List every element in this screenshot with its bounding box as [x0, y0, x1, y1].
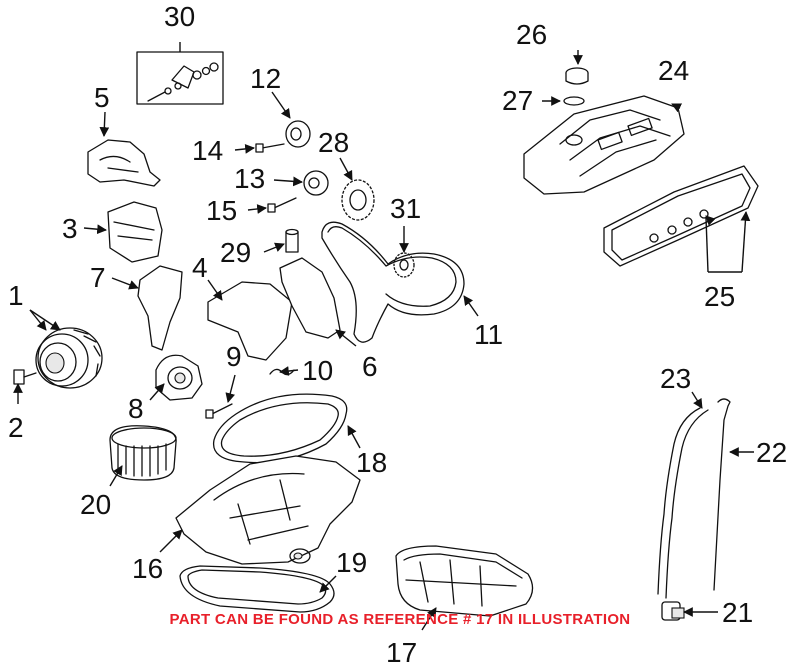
- part-30-seal-kit[interactable]: [136, 51, 224, 105]
- callout-23[interactable]: 23: [660, 363, 691, 394]
- callout-22[interactable]: 22: [756, 437, 787, 468]
- part-14-bolt[interactable]: [255, 143, 285, 153]
- callout-17[interactable]: 17: [386, 637, 417, 665]
- part-17-lower-oil-pan[interactable]: [395, 545, 534, 617]
- part-27-o-ring[interactable]: [563, 96, 585, 106]
- callout-24[interactable]: 24: [658, 55, 689, 86]
- part-29-tensioner[interactable]: [285, 228, 299, 253]
- part-25-valve-cover-gasket[interactable]: [603, 165, 759, 267]
- callout-10[interactable]: 10: [302, 355, 333, 386]
- part-15-bolt[interactable]: [267, 197, 297, 213]
- part-23-dipstick-tube[interactable]: [657, 407, 701, 595]
- callout-9[interactable]: 9: [226, 341, 242, 372]
- callout-8[interactable]: 8: [128, 393, 144, 424]
- callout-5[interactable]: 5: [94, 82, 110, 113]
- part-24-valve-cover[interactable]: [523, 95, 685, 195]
- callout-14[interactable]: 14: [192, 135, 223, 166]
- callout-30[interactable]: 30: [164, 1, 195, 32]
- callout-12[interactable]: 12: [250, 63, 281, 94]
- callout-26[interactable]: 26: [516, 19, 547, 50]
- callout-2[interactable]: 2: [8, 412, 24, 443]
- part-1-crank-pulley[interactable]: [35, 327, 103, 389]
- part-6-rear-cover[interactable]: [279, 257, 341, 339]
- part-12-idler-pulley[interactable]: [285, 120, 311, 148]
- callout-18[interactable]: 18: [356, 447, 387, 478]
- callout-1[interactable]: 1: [8, 280, 24, 311]
- part-22-dipstick[interactable]: [713, 398, 731, 591]
- callout-15[interactable]: 15: [206, 195, 237, 226]
- part-8-water-pump[interactable]: [155, 354, 203, 401]
- callout-16[interactable]: 16: [132, 553, 163, 584]
- part-3-cover[interactable]: [107, 201, 163, 263]
- callout-25[interactable]: 25: [704, 281, 735, 312]
- part-31-crank-sprocket[interactable]: [393, 252, 415, 278]
- part-28-cam-sprocket[interactable]: [341, 179, 375, 221]
- reference-banner: PART CAN BE FOUND AS REFERENCE # 17 IN I…: [169, 611, 631, 628]
- part-9-bolt[interactable]: [205, 403, 233, 419]
- callout-27[interactable]: 27: [502, 85, 533, 116]
- part-11-timing-belt[interactable]: [321, 221, 465, 343]
- callout-7[interactable]: 7: [90, 262, 106, 293]
- callout-4[interactable]: 4: [192, 252, 208, 283]
- callout-29[interactable]: 29: [220, 237, 251, 268]
- callout-20[interactable]: 20: [80, 489, 111, 520]
- part-5-timing-cover[interactable]: [87, 139, 161, 187]
- part-7-lower-cover[interactable]: [137, 265, 183, 351]
- callout-21[interactable]: 21: [722, 597, 753, 628]
- part-20-oil-filter[interactable]: [109, 425, 177, 481]
- callout-31[interactable]: 31: [390, 193, 421, 224]
- callout-28[interactable]: 28: [318, 127, 349, 158]
- part-2-bolt[interactable]: [13, 369, 37, 385]
- callout-3[interactable]: 3: [62, 213, 78, 244]
- leader-lines: [13, 42, 754, 631]
- part-4-timing-cover[interactable]: [207, 281, 293, 361]
- part-18-oil-pan-gasket[interactable]: [212, 393, 348, 464]
- part-13-idler-pulley[interactable]: [303, 170, 329, 196]
- part-26-oil-filler-cap[interactable]: [565, 67, 589, 85]
- callout-6[interactable]: 6: [362, 351, 378, 382]
- callout-11[interactable]: 11: [474, 319, 503, 350]
- callout-13[interactable]: 13: [234, 163, 265, 194]
- callout-19[interactable]: 19: [336, 547, 367, 578]
- part-19-oil-pan-gasket[interactable]: [179, 565, 335, 613]
- part-16-upper-oil-pan[interactable]: [175, 455, 361, 565]
- callout-numbers: 1 2 3 4 5 6 7 8 9 10 11 12 13 14 15 16 1…: [8, 1, 787, 665]
